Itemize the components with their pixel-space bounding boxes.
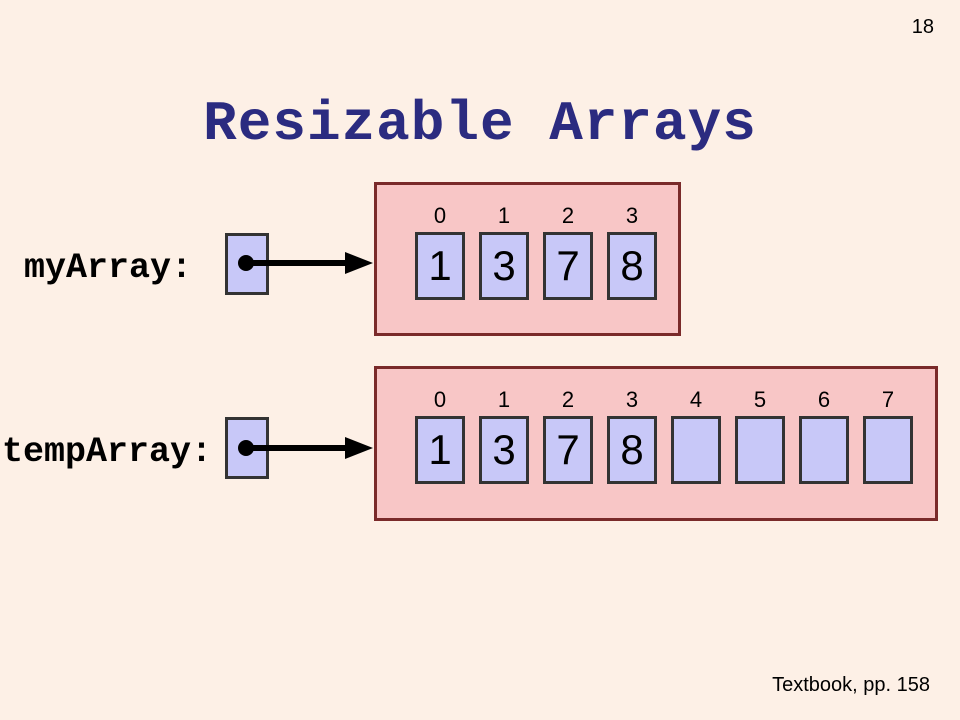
temp-array-cell: 7	[543, 416, 593, 484]
temp-array-cell	[799, 416, 849, 484]
slide-title: Resizable Arrays	[203, 92, 757, 156]
my-array-index: 1	[497, 203, 511, 228]
temp-array-index: 0	[433, 387, 447, 412]
my-array-cell: 7	[543, 232, 593, 300]
my-array-index: 2	[561, 203, 575, 228]
temp-array-memory-block: 0 1 2 3 4 5 6 7 1 3 7 8	[374, 366, 938, 521]
temp-array-label: tempArray:	[2, 432, 213, 472]
temp-array-index: 1	[497, 387, 511, 412]
temp-array-pointer-arrowhead	[345, 437, 373, 459]
my-array-cell: 8	[607, 232, 657, 300]
my-array-index: 0	[433, 203, 447, 228]
my-array-pointer-arrowhead	[345, 252, 373, 274]
my-array-cell: 3	[479, 232, 529, 300]
temp-array-cell	[671, 416, 721, 484]
temp-array-cell	[863, 416, 913, 484]
temp-array-cell: 1	[415, 416, 465, 484]
my-array-pointer-arrow	[238, 252, 373, 274]
temp-array-cell: 3	[479, 416, 529, 484]
my-array-label: myArray:	[24, 248, 193, 288]
page-number: 18	[911, 16, 934, 38]
temp-array-index: 3	[625, 387, 639, 412]
textbook-reference: Textbook, pp. 158	[772, 674, 930, 696]
temp-array-index: 7	[881, 387, 895, 412]
my-array-memory-block: 0 1 2 3 1 3 7 8	[374, 182, 681, 336]
my-array-index: 3	[625, 203, 639, 228]
temp-array-index: 4	[689, 387, 703, 412]
temp-array-cell	[735, 416, 785, 484]
my-array-cell: 1	[415, 232, 465, 300]
temp-array-index: 6	[817, 387, 831, 412]
temp-array-index: 2	[561, 387, 575, 412]
temp-array-pointer-arrow	[238, 437, 373, 459]
temp-array-index: 5	[753, 387, 767, 412]
temp-array-cell: 8	[607, 416, 657, 484]
